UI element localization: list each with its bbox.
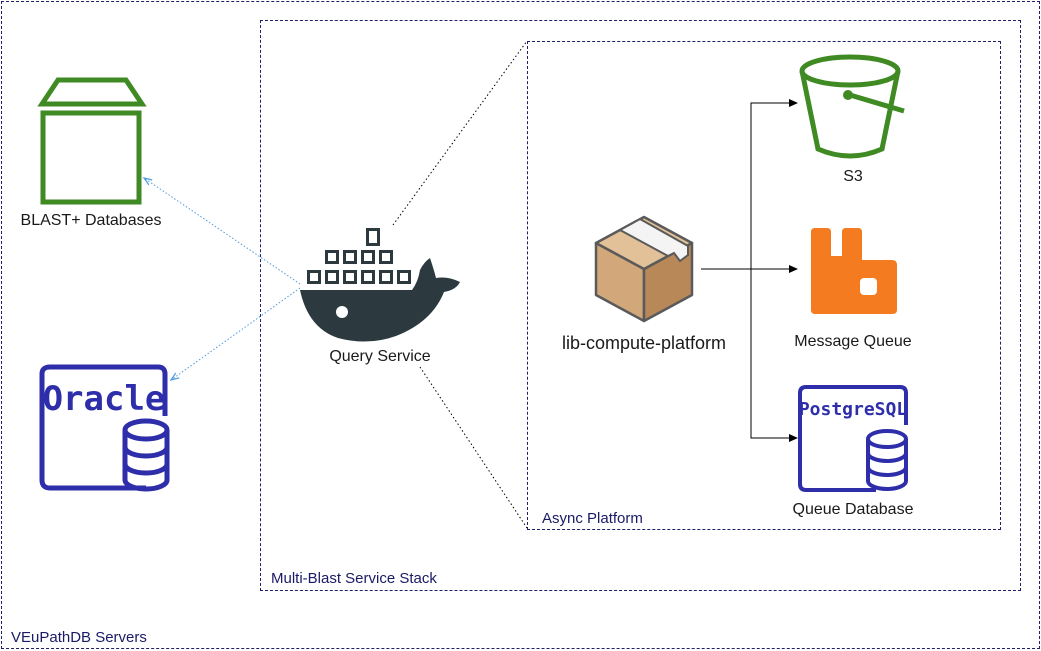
query-service-label: Query Service [329,348,431,365]
async-platform-label: Async Platform [542,510,643,527]
postgresql-database-icon: PostgreSQL [798,385,908,492]
lib-to-db-arrow [750,269,798,442]
queue-database-node: PostgreSQL [796,385,912,495]
queue-database-label: Queue Database [792,501,914,518]
oracle-node: Oracle [38,364,172,496]
blast-databases-node [30,76,152,206]
oracle-database-icon: Oracle [39,364,170,492]
veupathdb-servers-label: VEuPathDB Servers [11,629,147,646]
docker-whale-icon [300,228,460,342]
query-service-node [298,224,463,346]
package-box-icon [594,215,694,323]
rabbitmq-icon [811,228,897,314]
s3-label: S3 [843,168,863,185]
message-queue-node [808,226,900,316]
blast-databases-label: BLAST+ Databases [20,212,162,229]
zoom-line-top [392,40,528,226]
query-to-oracle-arrow [171,287,301,380]
s3-bucket-icon [799,54,905,159]
lib-compute-platform-node [592,213,696,325]
lib-to-s3-arrow [701,99,798,270]
s3-node [798,53,910,163]
zoom-line-bottom [419,366,528,529]
storage-box-icon [37,77,147,205]
async-platform-group [527,41,1001,530]
postgresql-logo-text: PostgreSQL [799,399,908,420]
lib-compute-platform-label: lib-compute-platform [561,333,727,353]
query-to-blast-arrow [144,178,301,285]
oracle-logo-text: Oracle [43,379,166,419]
multi-blast-stack-group [260,20,1021,591]
message-queue-label: Message Queue [794,333,912,350]
multi-blast-stack-label: Multi-Blast Service Stack [271,570,437,587]
